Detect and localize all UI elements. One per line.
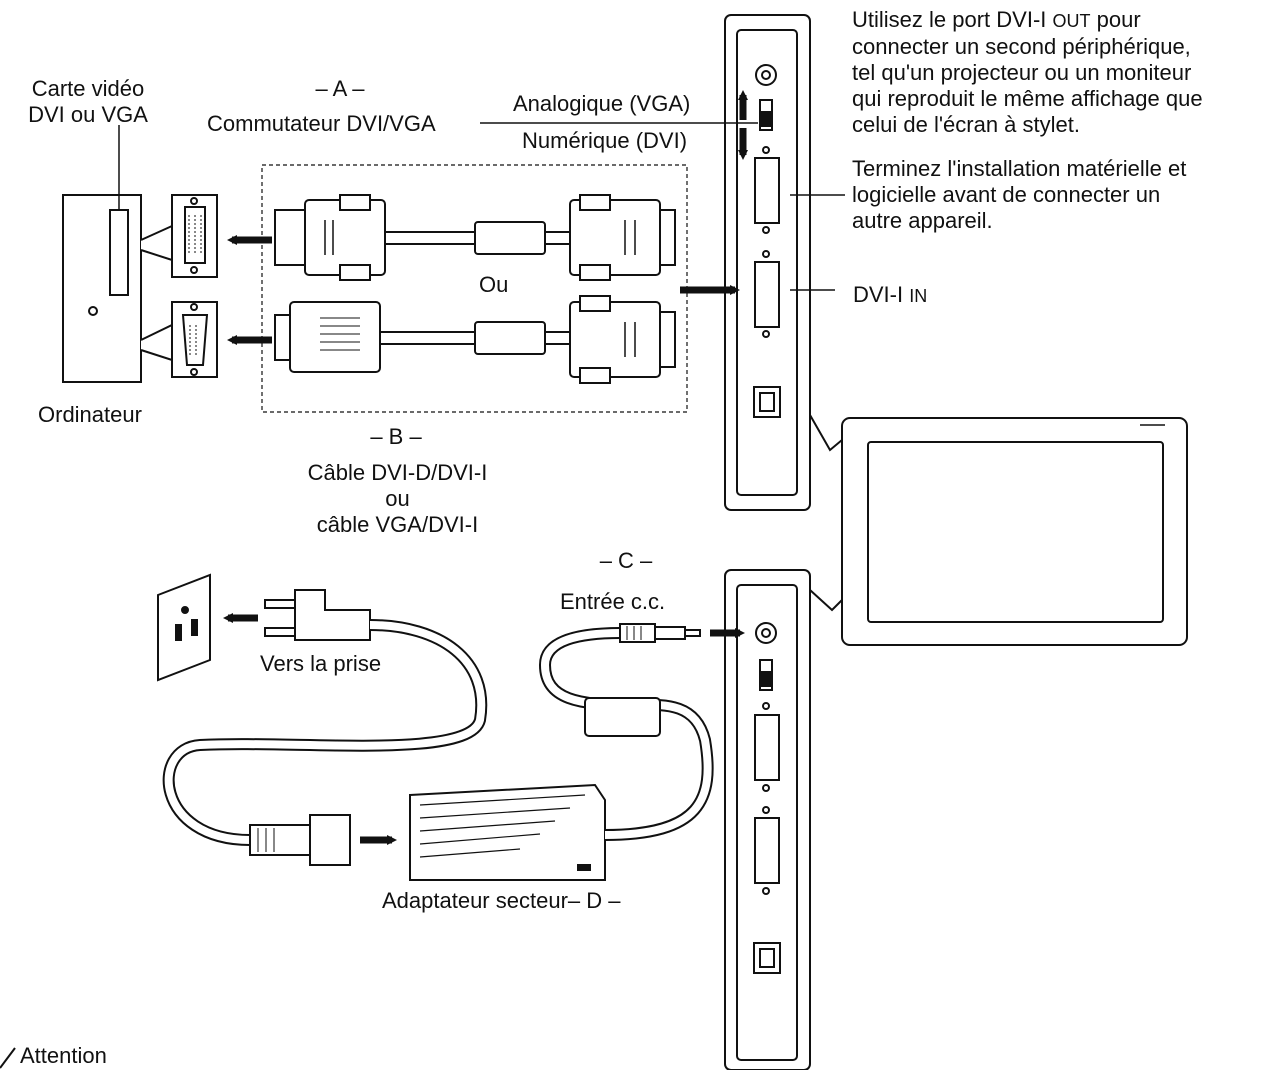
pen-display: [809, 414, 1188, 646]
video-card-label: Carte vidéo DVI ou VGA: [28, 76, 148, 127]
ac-adapter-label: Adaptateur secteur– D –: [382, 888, 621, 913]
ac-adapter: [409, 783, 606, 881]
vga-dvi-cable: [274, 295, 676, 384]
section-a-label: – A –: [315, 76, 365, 101]
iec-connector: [249, 814, 351, 866]
rear-panel-top: [724, 14, 811, 511]
dvi-dvi-cable: [274, 194, 676, 281]
section-b-label: – B –: [370, 424, 422, 449]
out-port-note: Utilisez le port DVI-I OUT pour connecte…: [852, 7, 1203, 137]
dc-plug: [619, 623, 701, 643]
computer-tower: [62, 125, 142, 383]
rear-panel-bottom: [724, 569, 811, 1070]
computer-dvi-port: [140, 194, 218, 278]
finish-install-note: Terminez l'installation matérielle et lo…: [852, 156, 1187, 233]
cable-b-label: Câble DVI-D/DVI-I ou câble VGA/DVI-I: [307, 460, 488, 537]
to-outlet-label: Vers la prise: [260, 651, 382, 676]
attention-label: Attention: [20, 1043, 107, 1068]
dc-in-label: Entrée c.c.: [560, 589, 666, 614]
power-plug: [264, 589, 371, 641]
warning-icon: [0, 1047, 16, 1069]
dvi-vga-switch-label: Commutateur DVI/VGA: [207, 111, 436, 136]
computer-vga-port: [140, 301, 218, 378]
wall-outlet: [157, 573, 211, 682]
analog-label: Analogique (VGA): [513, 91, 691, 116]
or-label: Ou: [479, 272, 509, 297]
computer-label: Ordinateur: [38, 402, 142, 427]
section-c-label: – C –: [599, 548, 653, 573]
digital-label: Numérique (DVI): [522, 128, 688, 153]
dvi-in-label: DVI-I IN: [853, 282, 928, 307]
